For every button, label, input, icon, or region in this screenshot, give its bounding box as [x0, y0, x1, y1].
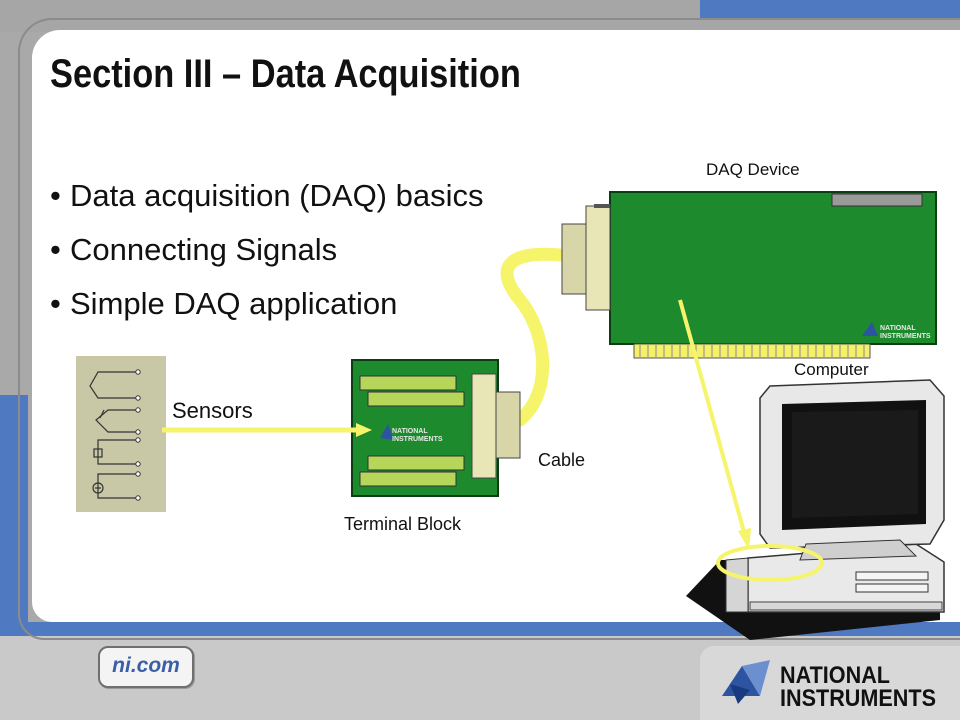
bullet-item: • Data acquisition (DAQ) basics — [50, 178, 484, 232]
bullet-item: • Connecting Signals — [50, 232, 484, 286]
bullet-text: Simple DAQ application — [70, 286, 398, 321]
ni-com-text: ni.com — [112, 654, 180, 677]
sensor-arrowhead — [356, 423, 372, 437]
ni-eagle-icon — [862, 322, 878, 336]
ni-logo-text: NATIONAL INSTRUMENTS — [780, 662, 937, 712]
cable-label: Cable — [538, 450, 586, 470]
sensors-panel — [76, 356, 166, 512]
left-blue-stripe — [0, 395, 28, 645]
cable — [500, 247, 567, 427]
sensors-label: Sensors — [172, 398, 253, 423]
terminal-block-label: Terminal Block — [344, 514, 462, 534]
card-edge-fingers — [639, 345, 865, 357]
bullet-text: Connecting Signals — [70, 232, 338, 267]
pci-slot-highlight-ring — [716, 544, 824, 582]
bullet-list: • Data acquisition (DAQ) basics • Connecti… — [50, 178, 484, 340]
ni-eagle-icon — [380, 424, 394, 440]
terminal-block: NATIONAL INSTRUMENTS — [351, 359, 521, 497]
board-logo-text: NATIONAL — [880, 325, 916, 332]
bullet-text: Data acquisition (DAQ) basics — [70, 178, 484, 213]
slide-frame — [18, 18, 960, 640]
daq-to-computer-arrow — [678, 299, 746, 533]
bullet-dot: • — [50, 232, 61, 267]
daq-arrowhead — [738, 528, 751, 550]
terminal-logo-text: INSTRUMENTS — [392, 436, 443, 443]
computer-label: Computer — [794, 360, 869, 379]
top-blue-stripe — [700, 0, 960, 20]
computer — [686, 379, 945, 640]
daq-device-label: DAQ Device — [706, 160, 800, 179]
ni-com-button[interactable]: ni.com — [98, 646, 194, 688]
bullet-item: • Simple DAQ application — [50, 286, 484, 340]
bottom-blue-stripe — [28, 622, 960, 636]
terminal-logo-text: NATIONAL — [392, 428, 428, 435]
bullet-dot: • — [50, 178, 61, 213]
daq-device-card: NATIONAL INSTRUMENTS — [561, 191, 937, 359]
slide-title: Section III – Data Acquisition — [50, 52, 521, 96]
bullet-dot: • — [50, 286, 61, 321]
board-logo-text: INSTRUMENTS — [880, 333, 931, 340]
ni-logo-line: INSTRUMENTS — [780, 685, 937, 712]
ni-logo-line: NATIONAL — [780, 662, 890, 689]
